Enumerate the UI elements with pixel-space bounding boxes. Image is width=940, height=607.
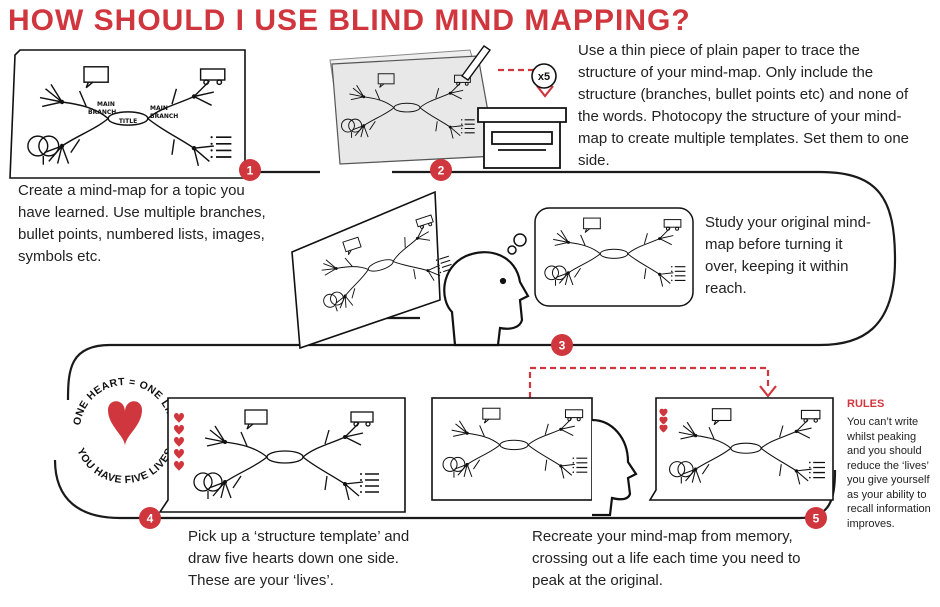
heart-ring: ONE HEART = ONE LIFE YOU HAVE FIVE LIVES (67, 372, 183, 488)
step3-number: 3 (559, 339, 566, 353)
person-head-icon-2 (591, 418, 638, 517)
rules-text: You can’t write whilst peaking and you s… (847, 416, 931, 530)
pencil-icon (461, 45, 491, 81)
recreate-arrow-head (759, 385, 777, 398)
step1-number: 1 (247, 164, 254, 178)
step2-tracing-paper (329, 45, 501, 165)
step3-flipped-paper (291, 190, 456, 350)
step2-text: Use a thin piece of plain paper to trace… (578, 42, 910, 169)
copies-label: x5 (538, 71, 550, 83)
svg-text:MAIN: MAIN (97, 101, 115, 108)
svg-text:BRANCH: BRANCH (150, 113, 178, 120)
step4-text: Pick up a ‘structure template’ and draw … (188, 528, 410, 589)
photocopier-icon (477, 107, 567, 169)
step5-number: 5 (813, 512, 820, 526)
person-head-icon (443, 251, 530, 347)
mindmap-labels: TITLE MAIN BRANCH MAIN BRANCH (88, 101, 178, 125)
step3-text: Study your original mind-map before turn… (705, 214, 871, 297)
step5-recreation-paper (648, 397, 834, 501)
step2-number: 2 (438, 164, 445, 178)
step5-original-paper (431, 397, 593, 501)
svg-text:BRANCH: BRANCH (88, 109, 116, 116)
step1-text: Create a mind-map for a topic you have l… (18, 182, 266, 265)
copy-arrow-head (536, 85, 554, 98)
step4-template-paper (158, 397, 406, 513)
step4-number: 4 (147, 512, 154, 526)
step5-text: Recreate your mind-map from memory, cros… (532, 528, 801, 589)
page-title: HOW SHOULD I USE BLIND MIND MAPPING? (8, 4, 691, 37)
copy-arrow (498, 68, 770, 398)
copies-badge (531, 63, 557, 89)
step-badges: 1 2 3 4 5 (139, 159, 827, 529)
heart-icon (108, 401, 142, 446)
rules-heading: RULES (847, 398, 885, 410)
svg-text:TITLE: TITLE (119, 118, 137, 125)
thought-bubble (507, 207, 694, 307)
svg-text:MAIN: MAIN (150, 105, 168, 112)
step1-mindmap-paper (9, 49, 246, 179)
